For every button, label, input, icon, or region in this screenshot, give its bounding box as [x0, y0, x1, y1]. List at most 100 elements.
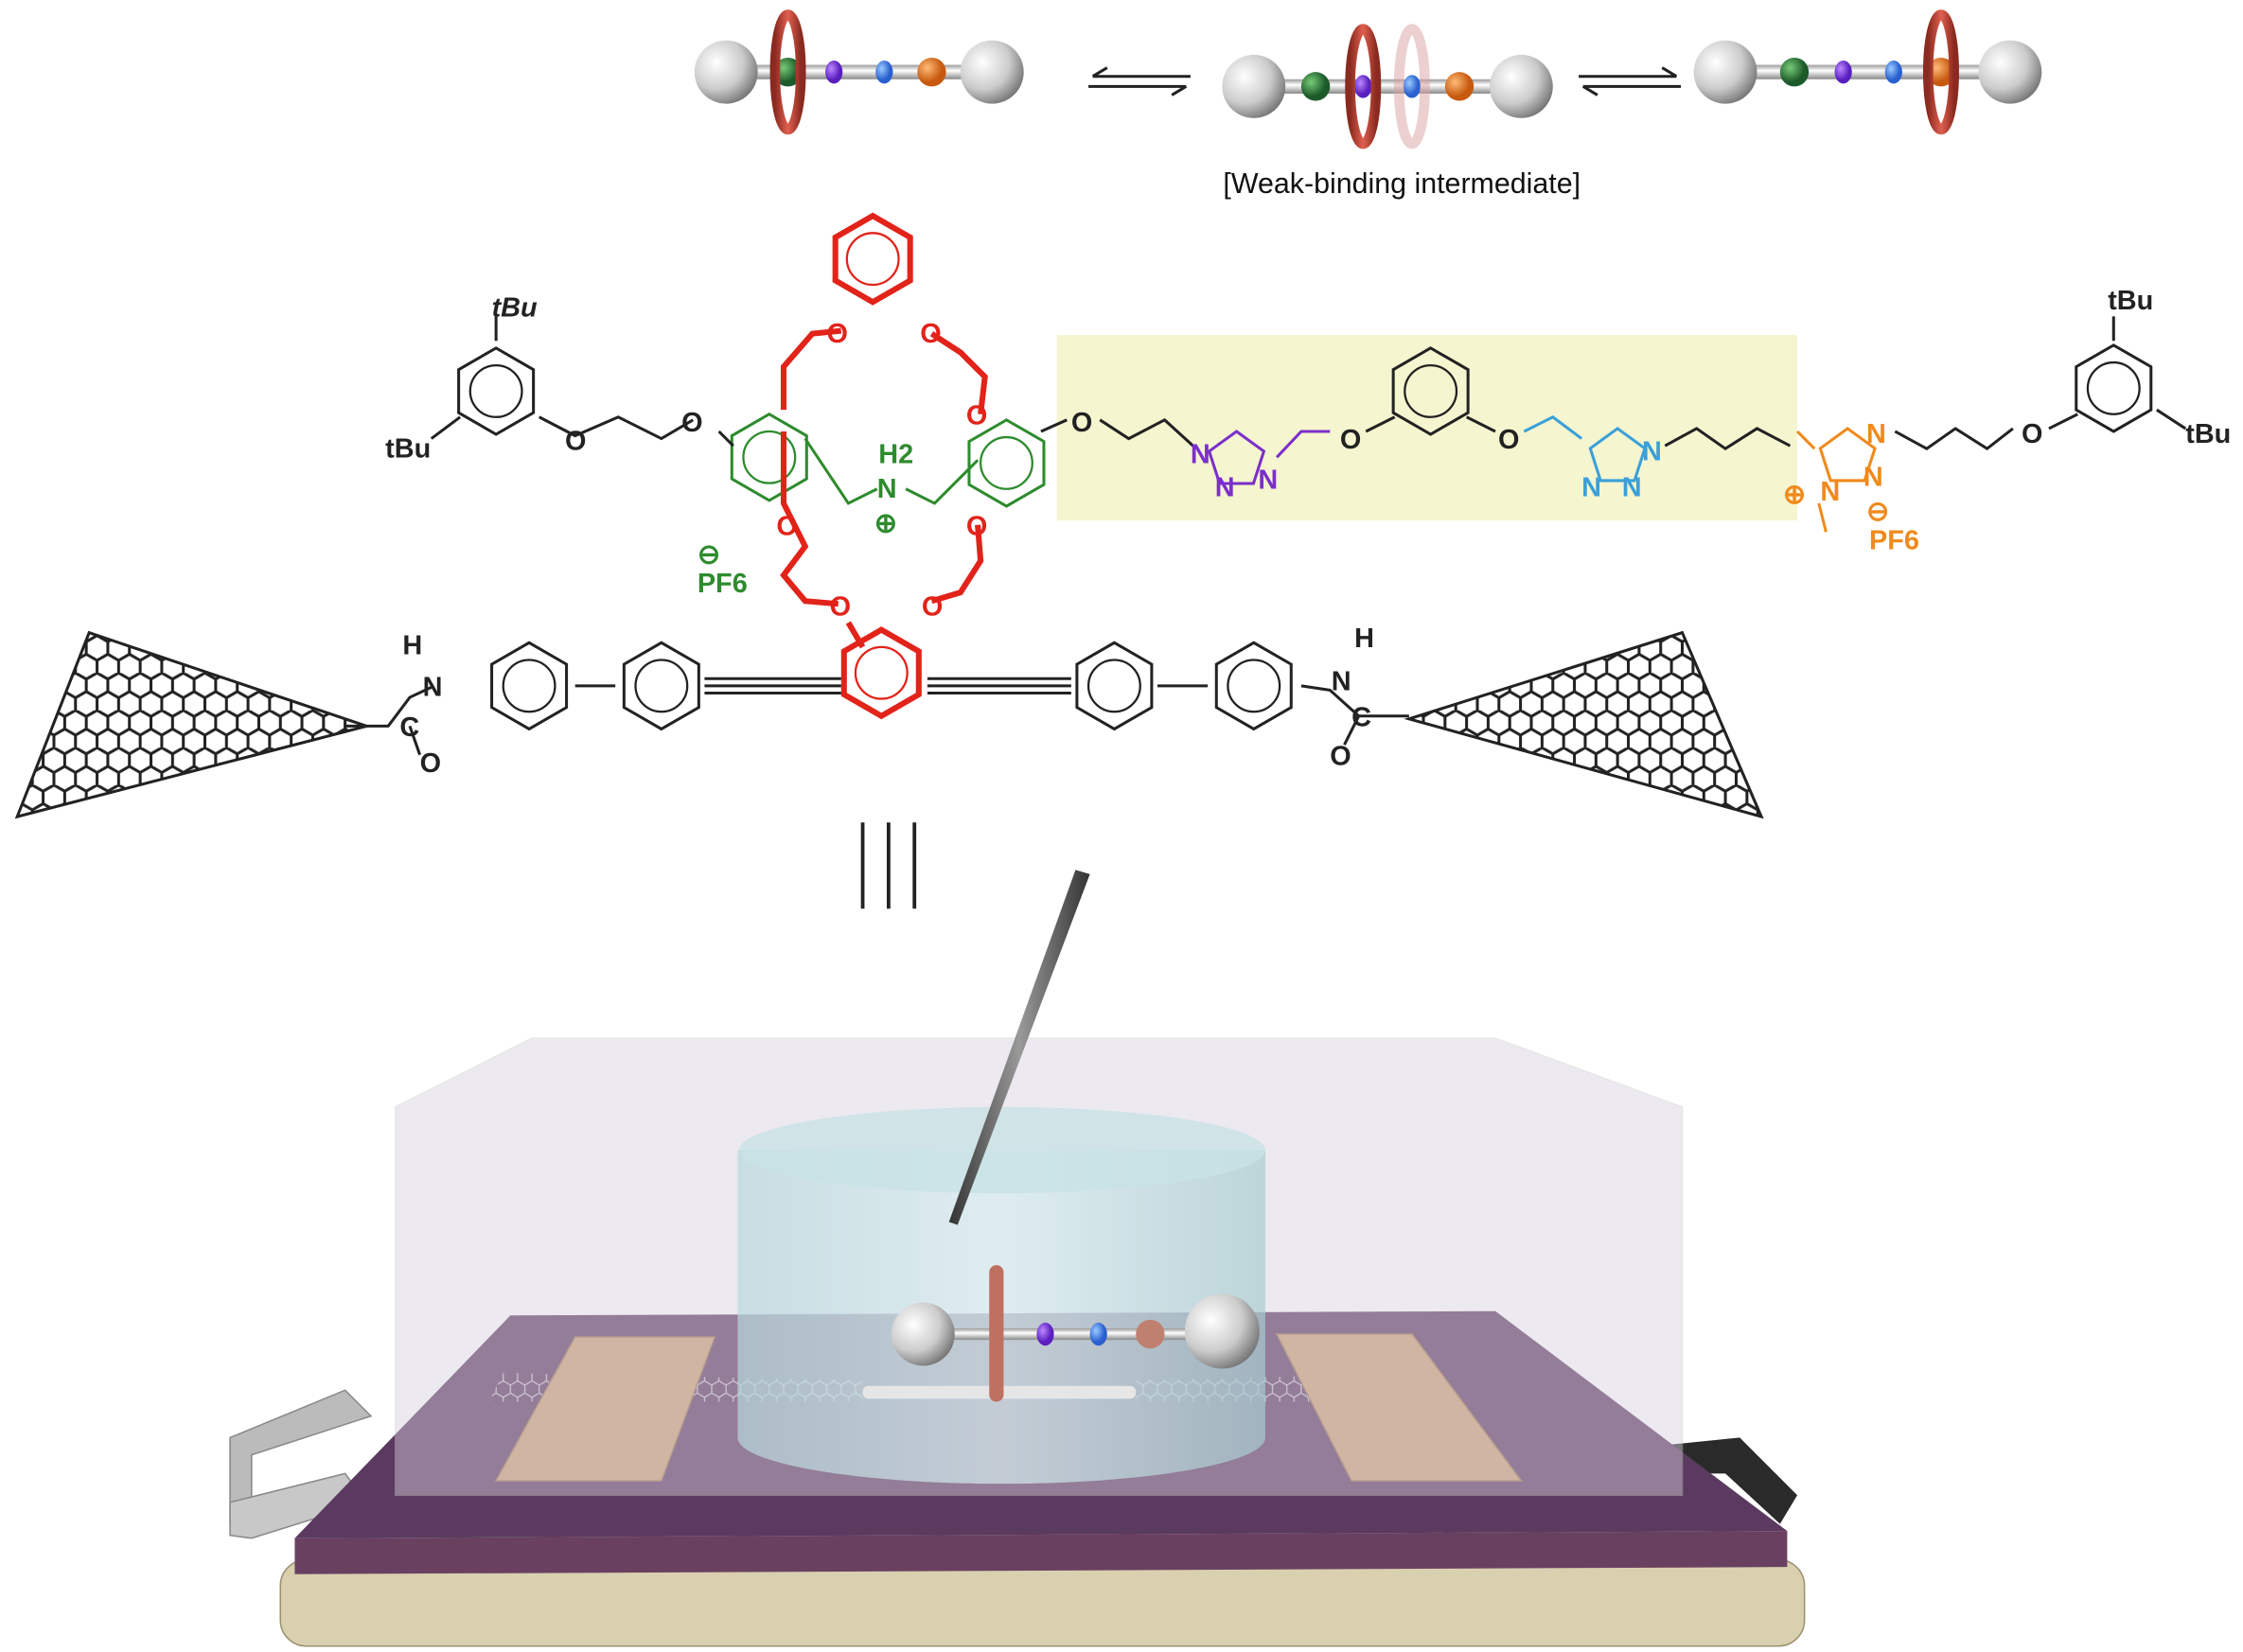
aromatic-circle	[468, 363, 523, 418]
triazole-n: N	[1191, 439, 1210, 469]
tbu-label: tBu	[385, 433, 431, 464]
triazole-station	[1403, 75, 1421, 98]
solution-well-top	[738, 1107, 1265, 1194]
equilibrium-arrow-2	[1579, 66, 1681, 97]
tbu-label: tBu	[492, 292, 538, 323]
amide-n: N	[1332, 666, 1351, 696]
triazole-ring	[1588, 427, 1647, 483]
oxygen-label: O	[827, 319, 848, 349]
amide-o: O	[1330, 741, 1351, 771]
rotaxane-axle	[912, 1327, 1209, 1341]
intermediate-caption: [Weak-binding intermediate]	[1223, 167, 1581, 200]
triazole-n: N	[1258, 466, 1278, 496]
benzene-ring	[490, 641, 569, 731]
triazole-highlight	[1056, 335, 1798, 521]
stopper-left	[1222, 54, 1286, 118]
triazole-station	[1089, 1322, 1107, 1346]
triazole-station	[1884, 61, 1902, 84]
amide-n: N	[423, 673, 443, 703]
aromatic-circle	[634, 659, 689, 713]
probe-tip	[948, 870, 1090, 1225]
aromatic-circle	[2086, 360, 2141, 415]
equilibrium-arrow-1	[1088, 66, 1191, 97]
stopper-left	[694, 40, 758, 104]
oxygen-label: O	[1340, 425, 1361, 455]
gold-electrode-right	[1275, 1333, 1523, 1482]
axle	[1253, 79, 1522, 94]
positive-charge: ⊕	[874, 508, 897, 538]
triazole-n: N	[1642, 436, 1662, 466]
axle	[726, 64, 993, 79]
benzene-ring	[622, 641, 700, 731]
triazole-n: N	[1622, 472, 1642, 502]
aromatic-circle	[845, 232, 900, 287]
pf6-counterion: PF6	[1869, 526, 1919, 556]
oxygen-label: O	[922, 591, 943, 622]
aromatic-circle	[1086, 659, 1141, 713]
outlet-tube	[1668, 1437, 1798, 1524]
triazole-n: N	[1215, 472, 1235, 502]
negative-charge: ⊖	[698, 540, 720, 571]
oxygen-label: O	[565, 427, 586, 457]
aromatic-circle	[742, 430, 797, 484]
benzene-ring	[457, 346, 536, 436]
ammonium-station	[773, 57, 803, 87]
congruence-symbol	[860, 822, 917, 909]
crown-ether-ring	[1345, 24, 1382, 149]
graphene-electrode-right	[1404, 630, 1764, 819]
triazolium-station	[1136, 1319, 1165, 1349]
crown-ether-ring-ghost	[1393, 24, 1430, 149]
substrate-edge	[294, 1531, 1788, 1574]
stopper-right	[1978, 40, 2042, 104]
triazolium-n: N	[1863, 463, 1883, 493]
benzene-ring	[1391, 346, 1470, 436]
pf6-counterion: PF6	[698, 569, 748, 599]
triazole-ring	[1207, 430, 1266, 485]
triazolium-station	[1926, 57, 1956, 87]
benzene-ring	[1214, 641, 1293, 731]
amide-o: O	[420, 748, 441, 779]
stopper	[891, 1302, 955, 1366]
aromatic-rings	[457, 212, 2153, 731]
amide-h: H	[1354, 624, 1374, 654]
stopper-right	[1489, 54, 1553, 118]
crown-ether-ring	[769, 9, 806, 135]
benzene-ring	[832, 212, 913, 306]
rotaxane-state-1	[694, 9, 1024, 135]
triazole-n: N	[1581, 472, 1601, 502]
device-illustration	[229, 870, 1806, 1647]
crown-ring	[989, 1265, 1004, 1402]
ammonium-h2-label: H2	[878, 439, 913, 469]
amide-c: C	[399, 712, 419, 743]
ammonium-station	[1300, 72, 1331, 101]
oxygen-label: O	[830, 591, 851, 622]
oxygen-label: O	[681, 408, 702, 438]
oxygen-label: O	[920, 319, 941, 349]
oxygen-label: O	[1498, 425, 1519, 455]
triazolium-n: N	[1866, 419, 1886, 449]
oxygen-label: O	[966, 400, 987, 431]
positive-charge: ⊕	[1783, 480, 1806, 510]
rotaxane-state-3	[1693, 9, 2042, 135]
triazolium-n: N	[1820, 477, 1840, 507]
stopper-left	[1693, 40, 1757, 104]
benzene-ring	[1075, 641, 1154, 731]
oxygen-label: O	[966, 511, 987, 541]
ammonium-station	[1779, 57, 1810, 87]
aromatic-circle	[854, 645, 909, 700]
triazole-station	[1354, 75, 1372, 98]
oxygen-label: O	[1071, 408, 1092, 438]
axle	[1725, 64, 2010, 79]
amide-h: H	[402, 630, 422, 660]
aromatic-circle	[1227, 659, 1281, 713]
triazole-station	[825, 61, 843, 84]
aromatic-circle	[979, 435, 1033, 490]
stopper-right	[960, 40, 1024, 104]
tbu-label: tBu	[2108, 286, 2153, 316]
triazole-station	[1036, 1322, 1054, 1346]
stopper	[1184, 1293, 1260, 1369]
negative-charge: ⊖	[1866, 497, 1889, 527]
oxygen-label: O	[2022, 419, 2042, 449]
